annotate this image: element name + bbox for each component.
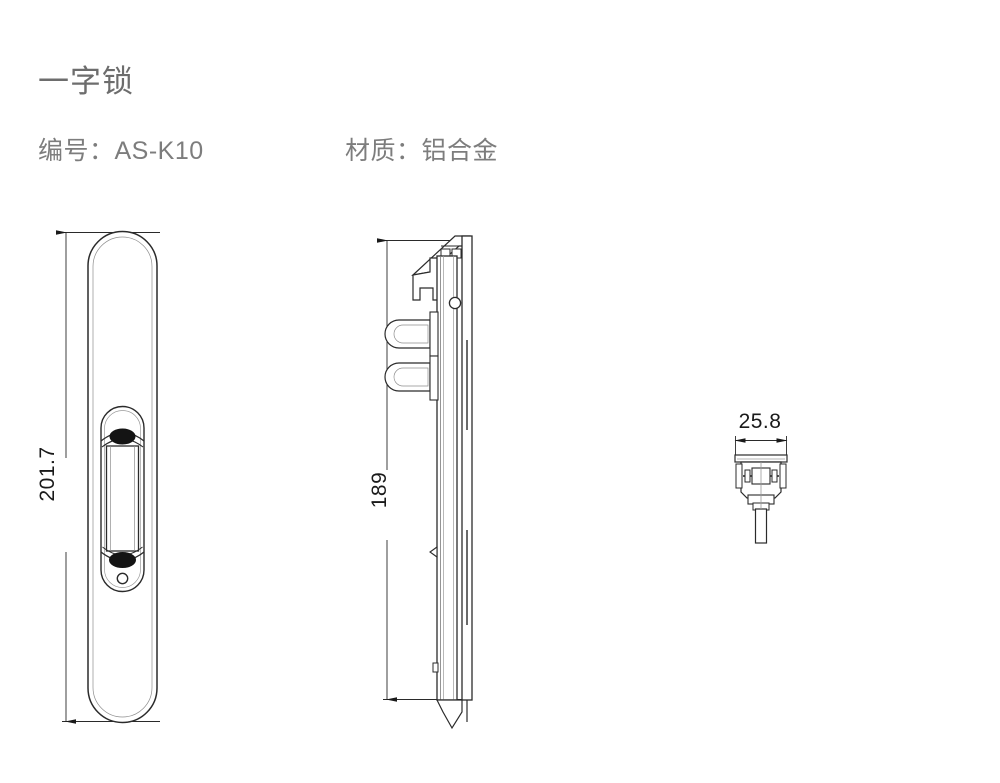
product-model-text: 编号：AS-K10: [38, 137, 204, 165]
barrel-ear-right: [779, 463, 787, 489]
side-notch-upper: [429, 545, 438, 559]
product-material-text: 材质：铝合金: [345, 137, 499, 165]
handle-top-grip: [109, 428, 136, 445]
latch-tab-lower-base: [429, 355, 439, 401]
front-view-dimension: [56, 230, 160, 724]
faceplate-body: [436, 255, 458, 701]
dimension-label-detail-width: 25.8: [738, 410, 782, 433]
latch-tab-lower-outline: [384, 362, 431, 392]
cam-stop-left: [744, 469, 751, 483]
bottom-tip: [436, 699, 463, 730]
handle-bar: [105, 445, 140, 552]
lock-body-inner-edge: [92, 236, 153, 718]
detail-view: [734, 436, 788, 544]
keyhole: [116, 572, 129, 585]
front-view: [56, 230, 160, 724]
dimension-label-front-height: 201.7: [36, 446, 59, 502]
latch-tab-upper-outline: [384, 319, 431, 349]
handle-recess-inner-edge: [104, 410, 141, 588]
latch-tab-upper-base: [429, 311, 439, 357]
latch-tab-lower: [384, 355, 439, 401]
latch-tab-lower-inner: [393, 367, 429, 387]
side-notch-lower: [432, 662, 439, 673]
cover-strip: [461, 235, 473, 701]
barrel-ear-left: [735, 463, 743, 489]
cam-stop-right: [771, 469, 778, 483]
faceplate-screw-hole: [448, 296, 462, 310]
faceplate: [436, 235, 473, 701]
side-view: [377, 235, 473, 730]
handle-bottom-grip: [109, 552, 136, 568]
dimension-label-side-height: 189: [368, 471, 391, 509]
drive-shaft: [754, 508, 768, 544]
page-title: 一字锁: [38, 64, 134, 99]
latch-tab-upper: [384, 311, 439, 357]
flange-plate: [734, 454, 788, 463]
latch-tab-upper-inner: [393, 324, 429, 344]
bracket-hook: [412, 257, 439, 301]
